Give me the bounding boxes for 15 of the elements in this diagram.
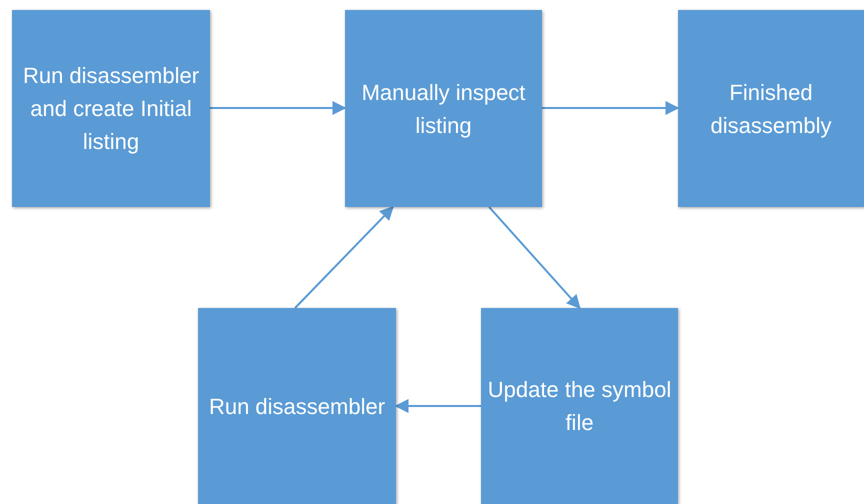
arrow — [210, 101, 346, 115]
process-box — [12, 10, 210, 207]
process-box — [345, 10, 542, 207]
arrow — [488, 206, 581, 310]
node-label: Finished disassembly — [709, 78, 833, 140]
node-label: Run disassembler — [208, 392, 386, 420]
process-box — [481, 308, 678, 504]
arrow — [394, 399, 481, 413]
process-box — [678, 10, 864, 207]
node-label: Manually inspect listing — [360, 78, 526, 140]
node-label: Run disassembler and create Initial listing — [22, 62, 200, 156]
node-label: Update the symbol file — [487, 376, 672, 437]
arrow — [542, 101, 680, 115]
process-box — [198, 308, 396, 504]
arrow — [294, 206, 394, 309]
